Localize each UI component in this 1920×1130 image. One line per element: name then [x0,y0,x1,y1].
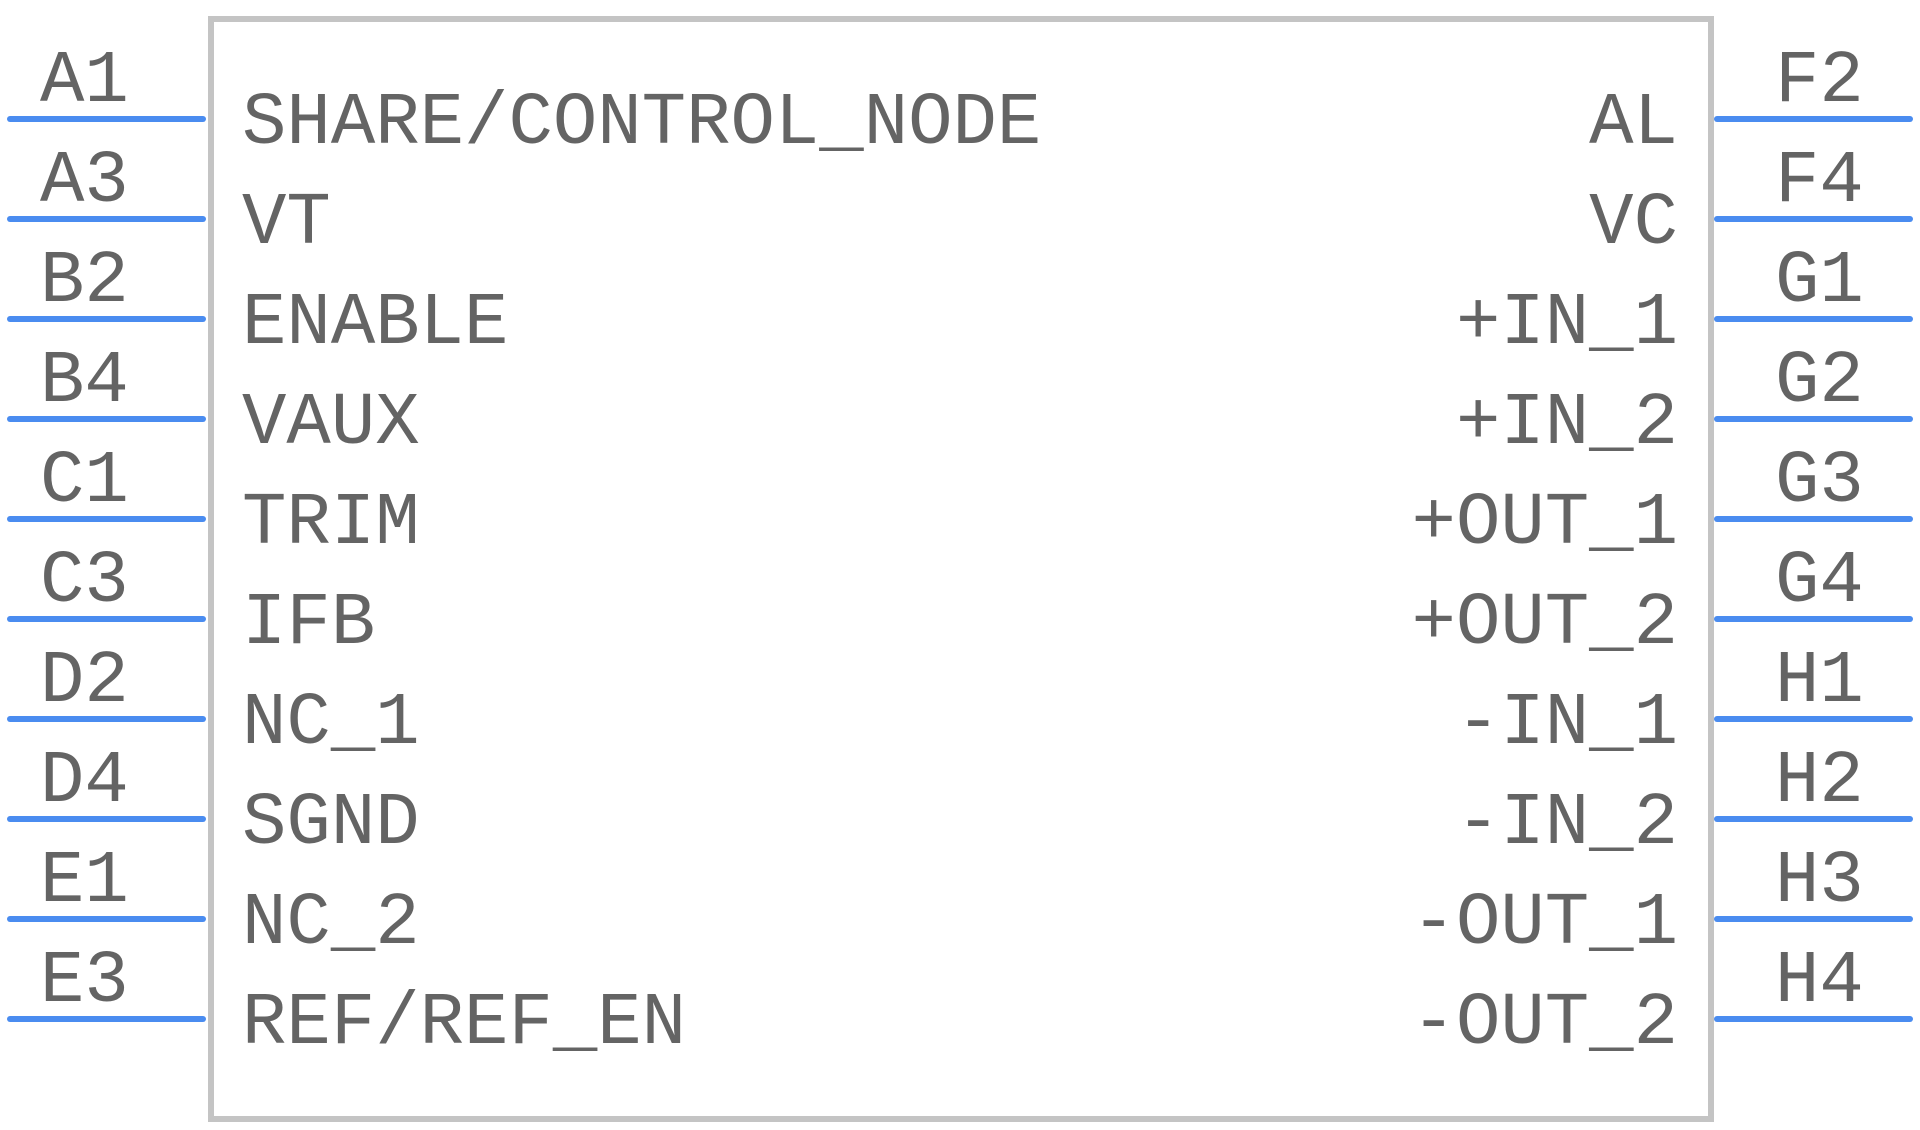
left-pin-label-sgnd: SGND [242,782,420,866]
right-pin-label-al: AL [1589,82,1678,166]
component-body [208,16,1714,1122]
left-pin-number-a1: A1 [40,40,129,124]
left-pin-number-e3: E3 [40,940,129,1024]
left-pin-label-nc-1: NC_1 [242,682,420,766]
right-pin-label-out-1: +OUT_1 [1412,482,1678,566]
left-pin-label-vaux: VAUX [242,382,420,466]
left-pin-number-b2: B2 [40,240,129,324]
right-pin-number-h1: H1 [1775,640,1864,724]
right-pin-number-g3: G3 [1775,440,1864,524]
left-pin-number-b4: B4 [40,340,129,424]
left-pin-number-c1: C1 [40,440,129,524]
left-pin-label-ref-ref-en: REF/REF_EN [242,982,686,1066]
left-pin-label-ifb: IFB [242,582,375,666]
left-pin-label-trim: TRIM [242,482,420,566]
right-pin-label-out-2: -OUT_2 [1412,982,1678,1066]
left-pin-label-vt: VT [242,182,331,266]
right-pin-label-out-2: +OUT_2 [1412,582,1678,666]
left-pin-number-a3: A3 [40,140,129,224]
right-pin-number-h2: H2 [1775,740,1864,824]
left-pin-label-enable: ENABLE [242,282,508,366]
left-pin-number-e1: E1 [40,840,129,924]
right-pin-label-in-1: -IN_1 [1456,682,1678,766]
right-pin-number-h3: H3 [1775,840,1864,924]
right-pin-label-in-2: +IN_2 [1456,382,1678,466]
left-pin-number-d4: D4 [40,740,129,824]
right-pin-number-g2: G2 [1775,340,1864,424]
right-pin-number-f2: F2 [1775,40,1864,124]
right-pin-number-h4: H4 [1775,940,1864,1024]
right-pin-label-in-2: -IN_2 [1456,782,1678,866]
right-pin-label-out-1: -OUT_1 [1412,882,1678,966]
right-pin-label-vc: VC [1589,182,1678,266]
left-pin-label-nc-2: NC_2 [242,882,420,966]
left-pin-number-c3: C3 [40,540,129,624]
right-pin-number-g4: G4 [1775,540,1864,624]
left-pin-number-d2: D2 [40,640,129,724]
left-pin-label-share-control-node: SHARE/CONTROL_NODE [242,82,1041,166]
right-pin-number-g1: G1 [1775,240,1864,324]
right-pin-label-in-1: +IN_1 [1456,282,1678,366]
right-pin-number-f4: F4 [1775,140,1864,224]
